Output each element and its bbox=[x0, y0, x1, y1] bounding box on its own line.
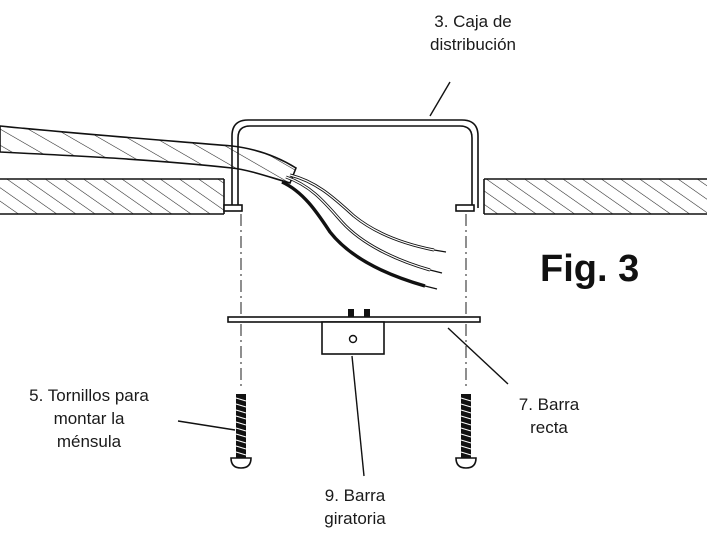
label-junction-box-line2: distribución bbox=[430, 35, 516, 54]
label-junction-box: 3. Caja de distribución bbox=[398, 10, 548, 56]
label-mount-screws-line2: montar la bbox=[53, 409, 125, 428]
junction-box bbox=[223, 119, 479, 212]
mounting-screw-right bbox=[455, 394, 477, 469]
label-straight-bar: 7. Barra recta bbox=[506, 393, 592, 439]
label-swivel-bar-line1: 9. Barra bbox=[324, 486, 386, 505]
leader-mount-screws bbox=[177, 420, 236, 431]
straight-bar bbox=[227, 309, 481, 323]
leader-straight-bar bbox=[447, 327, 509, 385]
figure-label: Fig. 3 bbox=[540, 248, 640, 290]
label-straight-bar-line2: recta bbox=[530, 418, 568, 437]
ceiling-left bbox=[0, 178, 225, 215]
electrical-wires bbox=[281, 173, 447, 290]
label-mount-screws: 5. Tornillos para montar la ménsula bbox=[0, 384, 178, 453]
leader-junction-box bbox=[429, 81, 451, 117]
mounting-screw-left bbox=[230, 394, 252, 469]
label-mount-screws-line1: 5. Tornillos para bbox=[29, 386, 149, 405]
label-junction-box-line1: 3. Caja de bbox=[434, 12, 512, 31]
label-swivel-bar-line2: giratoria bbox=[324, 509, 386, 528]
label-swivel-bar: 9. Barra giratoria bbox=[300, 484, 410, 530]
label-straight-bar-line1: 7. Barra bbox=[518, 395, 580, 414]
label-mount-screws-line3: ménsula bbox=[56, 432, 122, 451]
armored-cable bbox=[0, 125, 297, 184]
alignment-lines bbox=[240, 214, 467, 390]
swivel-bar bbox=[321, 321, 385, 355]
leader-swivel-bar bbox=[351, 355, 365, 477]
ceiling-right bbox=[483, 178, 707, 215]
